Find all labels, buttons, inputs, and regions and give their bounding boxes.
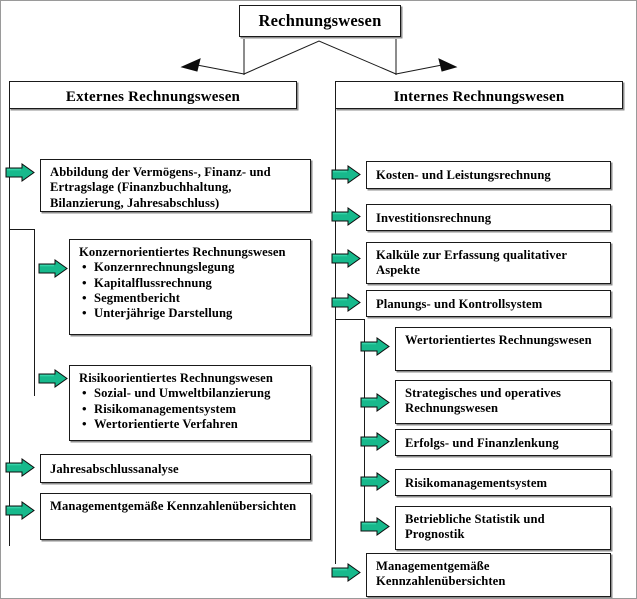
list-item: Sozial- und Umweltbilanzierung [79, 385, 303, 401]
arrow-icon-internes-2 [331, 207, 361, 226]
arrow-icon-externes-2 [38, 259, 68, 278]
item-box-internes-8[interactable]: Risikomanagementsystem [395, 469, 611, 496]
left-column-spine [9, 109, 10, 546]
item-heading: Risikoorientiertes Rechnungswesen [79, 371, 273, 385]
item-box-externes-1[interactable]: Abbildung der Vermögens-, Finanz- und Er… [40, 159, 311, 212]
item-bullet-list: Konzernrechnungslegung Kapitalflussrechn… [79, 259, 303, 321]
item-heading: Strategisches und operatives Rechnungswe… [405, 386, 562, 416]
right-nested-spine [364, 319, 365, 527]
diagram-title-label: Rechnungswesen [258, 11, 382, 30]
right-column-spine [335, 109, 336, 564]
item-box-internes-3[interactable]: Kalküle zur Erfassung qualitativer Aspek… [366, 242, 611, 284]
item-heading: Jahresabschlussanalyse [50, 462, 179, 476]
item-heading: Abbildung der Vermögens-, Finanz- und Er… [50, 165, 271, 210]
item-heading: Managementgemäße Kennzahlenübersichten [50, 499, 297, 513]
arrow-icon-internes-7 [360, 432, 390, 451]
list-item: Kapitalflussrechnung [79, 275, 303, 291]
item-heading: Investitionsrechnung [376, 211, 492, 225]
arrow-icon-externes-4 [5, 458, 35, 477]
item-box-internes-10[interactable]: Managementgemäße Kennzahlenübersichten [366, 553, 611, 597]
item-box-internes-9[interactable]: Betriebliche Statistik und Prognostik [395, 506, 611, 550]
list-item: Unterjährige Darstellung [79, 305, 303, 321]
item-heading: Kosten- und Leistungsrechnung [376, 168, 551, 182]
column-header-externes: Externes Rechnungswesen [9, 81, 297, 109]
item-box-internes-1[interactable]: Kosten- und Leistungsrechnung [366, 161, 611, 189]
item-box-externes-3[interactable]: Risikoorientiertes Rechnungswesen Sozial… [69, 365, 311, 441]
list-item: Segmentbericht [79, 290, 303, 306]
column-header-internes: Internes Rechnungswesen [335, 81, 623, 109]
arrow-icon-internes-9 [360, 517, 390, 536]
item-heading: Betriebliche Statistik und Prognostik [405, 512, 545, 542]
item-box-internes-6[interactable]: Strategisches und operatives Rechnungswe… [395, 380, 611, 424]
item-box-externes-5[interactable]: Managementgemäße Kennzahlenübersichten [40, 493, 311, 540]
arrow-icon-internes-4 [331, 293, 361, 312]
item-heading: Erfolgs- und Finanzlenkung [405, 436, 559, 450]
left-nested-spine [34, 229, 35, 396]
diagram-title: Rechnungswesen [239, 5, 401, 37]
item-heading: Kalküle zur Erfassung qualitativer Aspek… [376, 248, 567, 278]
arrow-icon-externes-1 [5, 163, 35, 182]
column-header-internes-label: Internes Rechnungswesen [393, 89, 565, 105]
arrow-icon-internes-6 [360, 393, 390, 412]
list-item: Wertorientierte Verfahren [79, 416, 303, 432]
arrow-icon-internes-8 [360, 472, 390, 491]
item-box-externes-4[interactable]: Jahresabschlussanalyse [40, 454, 311, 483]
item-box-externes-2[interactable]: Konzernorientiertes Rechnungswesen Konze… [69, 239, 311, 335]
list-item: Konzernrechnungslegung [79, 259, 303, 275]
item-box-internes-4[interactable]: Planungs- und Kontrollsystem [366, 290, 611, 317]
item-heading: Konzernorientiertes Rechnungswesen [79, 245, 286, 259]
right-nested-spine-top [335, 319, 365, 320]
item-box-internes-7[interactable]: Erfolgs- und Finanzlenkung [395, 429, 611, 456]
arrow-icon-internes-3 [331, 249, 361, 268]
arrow-icon-externes-3 [38, 369, 68, 388]
arrow-icon-externes-5 [5, 501, 35, 520]
item-box-internes-5[interactable]: Wertorientiertes Rechnungswesen [395, 327, 611, 371]
item-bullet-list: Sozial- und Umweltbilanzierung Risikoman… [79, 385, 303, 432]
item-heading: Planungs- und Kontrollsystem [376, 297, 543, 311]
left-nested-spine-top [9, 229, 35, 230]
item-box-internes-2[interactable]: Investitionsrechnung [366, 204, 611, 231]
arrow-icon-internes-10 [331, 563, 361, 582]
item-heading: Wertorientiertes Rechnungswesen [405, 333, 592, 347]
item-heading: Managementgemäße Kennzahlenübersichten [376, 559, 506, 589]
arrow-icon-internes-1 [331, 165, 361, 184]
arrow-icon-internes-5 [360, 337, 390, 356]
column-header-externes-label: Externes Rechnungswesen [65, 89, 241, 105]
item-heading: Risikomanagementsystem [405, 476, 548, 490]
list-item: Risikomanagementsystem [79, 401, 303, 417]
